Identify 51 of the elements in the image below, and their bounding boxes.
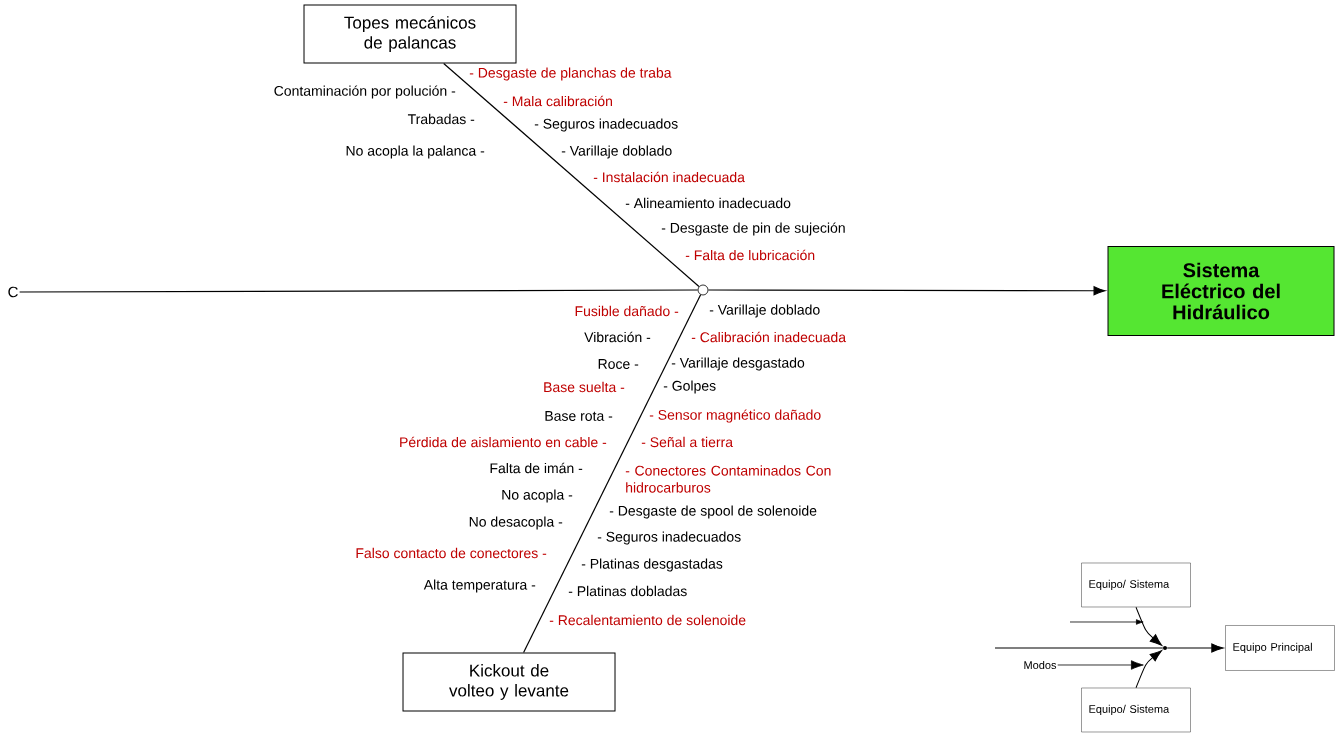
cause-label: - Recalentamiento de solenoide bbox=[549, 614, 746, 626]
cause-label: - Falta de lubricación bbox=[685, 249, 815, 261]
cause-label: - Seguros inadecuados bbox=[534, 118, 678, 132]
cause-label: Contaminación por polución - bbox=[274, 85, 456, 99]
cause-label: No acopla - bbox=[502, 489, 573, 503]
cause-label: - Instalación inadecuada bbox=[593, 171, 745, 183]
cause-label: - Sensor magnético dañado bbox=[649, 409, 821, 423]
connector-line bbox=[994, 647, 1164, 649]
cause-label: Fusible dañado - bbox=[575, 305, 679, 317]
cause-label: - Conectores Contaminados Con hidrocarburos bbox=[625, 465, 831, 493]
cause-label: Falso contacto de conectores - bbox=[356, 547, 547, 559]
cause-label: Base rota - bbox=[545, 411, 613, 421]
effect-box: Sistema Eléctrico del Hidráulico bbox=[1107, 246, 1335, 336]
cause-label: Falta de imán - bbox=[490, 462, 583, 474]
cause-label: - Desgaste de spool de solenoide bbox=[609, 505, 817, 519]
connector-line bbox=[707, 286, 1106, 296]
connector-line bbox=[1057, 660, 1144, 670]
cause-label: - Desgaste de planchas de traba bbox=[469, 67, 672, 81]
cause-label: Vibración - bbox=[584, 331, 651, 343]
cause-label: - Señal a tierra bbox=[641, 436, 733, 448]
input-label: Modos bbox=[1024, 660, 1057, 670]
connector-line bbox=[1135, 606, 1163, 646]
effect-box: Equipo Principal bbox=[1225, 625, 1335, 671]
cause-label: - Seguros inadecuados bbox=[597, 531, 741, 545]
connector-line bbox=[523, 294, 702, 654]
cause-label: No acopla la palanca - bbox=[346, 145, 485, 159]
connector-line bbox=[19, 289, 699, 293]
connector-line bbox=[1166, 643, 1224, 653]
cause-label: - Mala calibración bbox=[503, 95, 612, 107]
category-box: Topes mecánicos de palancas bbox=[303, 4, 517, 64]
category-box: Kickout de volteo y levante bbox=[402, 652, 616, 712]
cause-label: Pérdida de aislamiento en cable - bbox=[400, 436, 607, 448]
cause-label: No desacopla - bbox=[469, 516, 563, 530]
cause-label: - Golpes bbox=[663, 380, 716, 394]
line-end-label: C bbox=[8, 286, 18, 298]
cause-label: Base suelta - bbox=[544, 381, 625, 393]
connector-line bbox=[1135, 650, 1163, 689]
category-box: Equipo/ Sistema bbox=[1081, 687, 1191, 733]
cause-label: Trabadas - bbox=[407, 113, 475, 125]
cause-label: - Platinas dobladas bbox=[568, 585, 687, 597]
cause-label: - Varillaje doblado bbox=[709, 304, 820, 318]
cause-label: - Calibración inadecuada bbox=[691, 331, 847, 343]
connector-line bbox=[443, 62, 700, 288]
cause-label: - Varillaje desgastado bbox=[671, 357, 805, 371]
cause-label: - Varillaje doblado bbox=[561, 145, 672, 159]
cause-label: Roce - bbox=[598, 359, 639, 369]
cause-label: - Platinas desgastadas bbox=[581, 558, 723, 572]
cause-label: - Desgaste de pin de sujeción bbox=[661, 222, 845, 236]
cause-label: Alta temperatura - bbox=[423, 579, 536, 593]
cause-label: - Alineamiento inadecuado bbox=[625, 197, 791, 209]
category-box: Equipo/ Sistema bbox=[1081, 562, 1191, 608]
